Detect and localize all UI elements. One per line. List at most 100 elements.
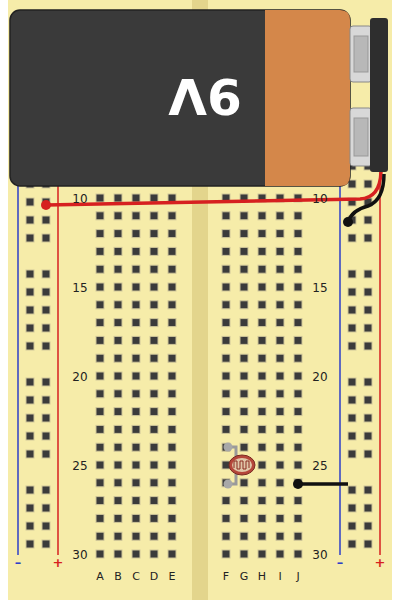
breadboard-hole bbox=[114, 301, 122, 309]
breadboard-hole bbox=[168, 247, 176, 255]
breadboard-hole bbox=[168, 443, 176, 451]
breadboard-hole bbox=[132, 336, 140, 344]
breadboard-hole bbox=[42, 540, 50, 548]
breadboard-hole bbox=[222, 212, 230, 220]
breadboard-hole bbox=[258, 230, 266, 238]
breadboard-hole bbox=[294, 283, 302, 291]
breadboard-hole bbox=[294, 230, 302, 238]
row-number: 25 bbox=[72, 460, 87, 472]
breadboard-hole bbox=[168, 212, 176, 220]
breadboard-hole bbox=[42, 270, 50, 278]
breadboard-hole bbox=[114, 212, 122, 220]
black-wire bbox=[298, 482, 348, 486]
breadboard-hole bbox=[222, 283, 230, 291]
label-holder: + bbox=[53, 553, 64, 571]
breadboard-hole bbox=[26, 378, 34, 386]
wire-end bbox=[293, 479, 303, 489]
breadboard-hole bbox=[240, 372, 248, 380]
breadboard-hole bbox=[132, 301, 140, 309]
breadboard-hole bbox=[114, 408, 122, 416]
row-number: 30 bbox=[312, 549, 327, 561]
photoresistor-pin bbox=[224, 480, 233, 489]
breadboard-hole bbox=[42, 234, 50, 242]
breadboard-hole bbox=[132, 532, 140, 540]
breadboard-hole bbox=[364, 180, 372, 188]
breadboard-hole bbox=[258, 532, 266, 540]
breadboard-hole bbox=[222, 319, 230, 327]
battery-terminal bbox=[354, 118, 368, 156]
breadboard-hole bbox=[348, 540, 356, 548]
breadboard-hole bbox=[222, 372, 230, 380]
column-letter: H bbox=[258, 571, 266, 582]
breadboard-hole bbox=[114, 443, 122, 451]
breadboard-hole bbox=[114, 283, 122, 291]
breadboard-hole bbox=[26, 486, 34, 494]
breadboard-hole bbox=[258, 390, 266, 398]
breadboard-hole bbox=[348, 450, 356, 458]
breadboard-hole bbox=[168, 497, 176, 505]
breadboard-hole bbox=[348, 270, 356, 278]
breadboard-hole bbox=[240, 230, 248, 238]
breadboard-hole bbox=[294, 497, 302, 505]
breadboard-hole bbox=[364, 396, 372, 404]
label-holder: 30 bbox=[312, 545, 327, 563]
label-holder: I bbox=[278, 566, 281, 584]
breadboard-hole bbox=[132, 443, 140, 451]
column-letter: C bbox=[132, 571, 140, 582]
breadboard-hole bbox=[132, 372, 140, 380]
breadboard-hole bbox=[258, 497, 266, 505]
breadboard-hole bbox=[294, 372, 302, 380]
breadboard-hole bbox=[222, 247, 230, 255]
column-letter: D bbox=[150, 571, 158, 582]
label-holder: J bbox=[296, 566, 299, 584]
breadboard-hole bbox=[276, 336, 284, 344]
breadboard-hole bbox=[240, 283, 248, 291]
breadboard-hole bbox=[240, 336, 248, 344]
label-holder: 25 bbox=[312, 456, 327, 474]
breadboard-hole bbox=[168, 283, 176, 291]
breadboard-hole bbox=[168, 372, 176, 380]
breadboard-hole bbox=[276, 319, 284, 327]
breadboard-hole bbox=[150, 443, 158, 451]
rail-polarity: + bbox=[375, 556, 386, 569]
label-holder: 20 bbox=[72, 367, 87, 385]
breadboard-hole bbox=[132, 247, 140, 255]
breadboard-hole bbox=[114, 550, 122, 558]
breadboard-hole bbox=[294, 212, 302, 220]
breadboard-hole bbox=[276, 247, 284, 255]
breadboard-hole bbox=[276, 425, 284, 433]
breadboard-hole bbox=[114, 354, 122, 362]
breadboard-hole bbox=[42, 396, 50, 404]
breadboard-hole bbox=[348, 378, 356, 386]
breadboard-hole bbox=[96, 354, 104, 362]
breadboard-hole bbox=[258, 443, 266, 451]
breadboard-hole bbox=[276, 532, 284, 540]
breadboard-hole bbox=[276, 550, 284, 558]
breadboard-hole bbox=[258, 336, 266, 344]
breadboard-hole bbox=[150, 336, 158, 344]
negative-rail-line bbox=[17, 170, 19, 555]
label-holder: E bbox=[169, 566, 176, 584]
breadboard-hole bbox=[114, 247, 122, 255]
wire-end bbox=[41, 200, 51, 210]
breadboard-hole bbox=[258, 425, 266, 433]
breadboard-hole bbox=[240, 247, 248, 255]
breadboard-hole bbox=[294, 550, 302, 558]
breadboard-hole bbox=[150, 230, 158, 238]
breadboard-hole bbox=[258, 247, 266, 255]
breadboard-hole bbox=[240, 319, 248, 327]
breadboard-hole bbox=[114, 425, 122, 433]
breadboard-hole bbox=[222, 408, 230, 416]
breadboard-hole bbox=[114, 390, 122, 398]
breadboard-hole bbox=[132, 408, 140, 416]
breadboard-hole bbox=[276, 265, 284, 273]
breadboard-hole bbox=[258, 461, 266, 469]
breadboard-hole bbox=[364, 378, 372, 386]
breadboard-hole bbox=[42, 216, 50, 224]
breadboard-hole bbox=[364, 522, 372, 530]
label-holder: A bbox=[96, 566, 104, 584]
breadboard-hole bbox=[168, 390, 176, 398]
breadboard-hole bbox=[258, 479, 266, 487]
breadboard-hole bbox=[168, 336, 176, 344]
label-holder: 25 bbox=[72, 456, 87, 474]
